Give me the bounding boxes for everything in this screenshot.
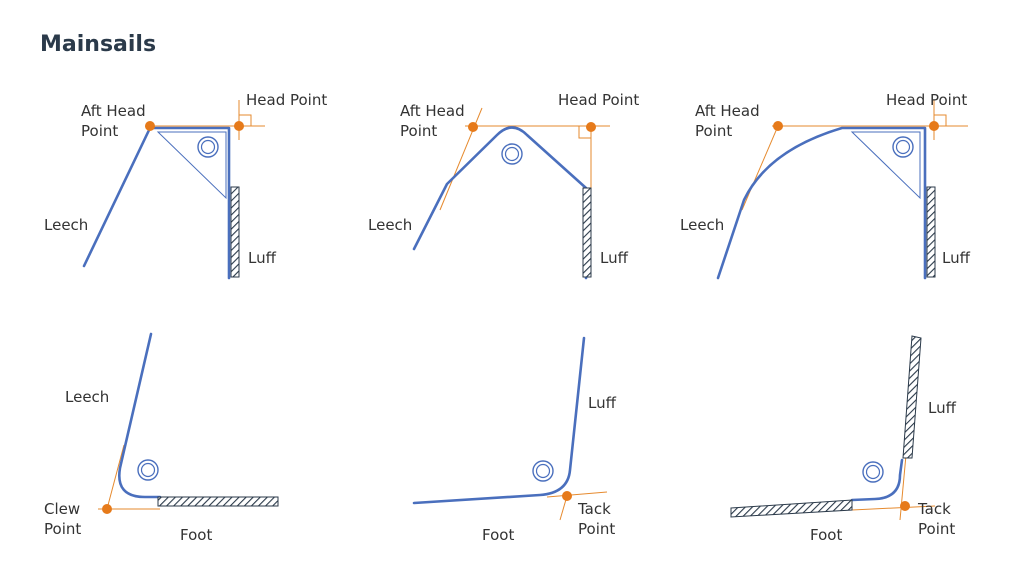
luff-label: Luff [588,394,617,412]
cringle-icon [501,143,523,165]
sail-outline [850,458,904,502]
headboard [156,131,227,200]
luff-track [926,186,936,278]
luff-guide-line [899,454,907,521]
head-point-marker [586,122,596,132]
aft-head-point-marker [145,121,155,131]
right-angle-mark [578,126,591,139]
leech-label: Leech [368,216,412,234]
luff-label: Luff [928,399,957,417]
sail-outline [412,126,588,280]
foot-label: Foot [810,526,842,544]
luff-track [902,335,922,459]
tack-point-label-1: Tack [577,500,611,518]
luff-label: Luff [942,249,971,267]
leech-guide-line [106,444,125,510]
head-point-marker [234,121,244,131]
luff-label: Luff [248,249,277,267]
aft-head-point-label-2: Point [81,122,118,140]
foot-guide-line [546,491,608,498]
panel-head-headboard: Aft Head Point Head Point Leech Luff [44,91,327,280]
foot-label: Foot [180,526,212,544]
aft-head-point-marker [468,122,478,132]
sail-outline [716,126,927,280]
clew-point-marker [102,504,112,514]
foot-guide-line [851,505,936,511]
aft-head-point-label-2: Point [400,122,437,140]
leech-label: Leech [44,216,88,234]
luff-track [582,187,592,278]
cringle-icon [862,461,884,483]
right-angle-mark [934,114,947,126]
tack-point-label-1: Tack [917,500,951,518]
tack-point-label-2: Point [918,520,955,538]
leech-label: Leech [65,388,109,406]
sail-outline [412,336,586,505]
page-title: Mainsails [40,32,157,57]
tack-point-marker [900,501,910,511]
head-point-label: Head Point [886,91,967,109]
tack-point-label-2: Point [578,520,615,538]
cringle-icon [892,136,914,158]
aft-head-point-label-1: Aft Head [695,102,760,120]
clew-point-label-2: Point [44,520,81,538]
foot-label: Foot [482,526,514,544]
aft-head-point-label-2: Point [695,122,732,140]
clew-point-label-1: Clew [44,500,80,518]
headboard [850,131,921,200]
cringle-inner [865,464,881,480]
head-point-label: Head Point [246,91,327,109]
cringle-inner [535,463,551,479]
luff-label: Luff [600,249,629,267]
leech-label: Leech [680,216,724,234]
sail-outline [82,126,231,280]
panel-head-curved: Aft Head Point Head Point Leech Luff [680,91,971,280]
right-angle-mark [239,114,252,126]
aft-head-point-label-1: Aft Head [400,102,465,120]
sail-outline [117,332,162,499]
head-point-label: Head Point [558,91,639,109]
aft-head-point-marker [773,121,783,131]
panel-head-rounded: Aft Head Point Head Point Leech Luff [368,91,639,280]
cringle-icon [197,136,219,158]
foot-track [157,496,279,507]
aft-head-point-label-1: Aft Head [81,102,146,120]
cringle-inner [504,146,520,162]
panel-tack-loose-foot: Luff Tack Point Foot [412,336,617,544]
leech-guide-line [741,125,779,211]
cringle-inner [140,462,156,478]
luff-track [230,186,240,278]
tack-point-marker [562,491,572,501]
cringle-inner [200,139,216,155]
panel-clew: Leech Clew Point Foot [44,332,279,544]
cringle-inner [895,139,911,155]
panel-tack-tracked: Luff Tack Point Foot [730,335,957,544]
foot-track [730,499,853,518]
cringle-icon [532,460,554,482]
head-point-marker [929,121,939,131]
cringle-icon [137,459,159,481]
